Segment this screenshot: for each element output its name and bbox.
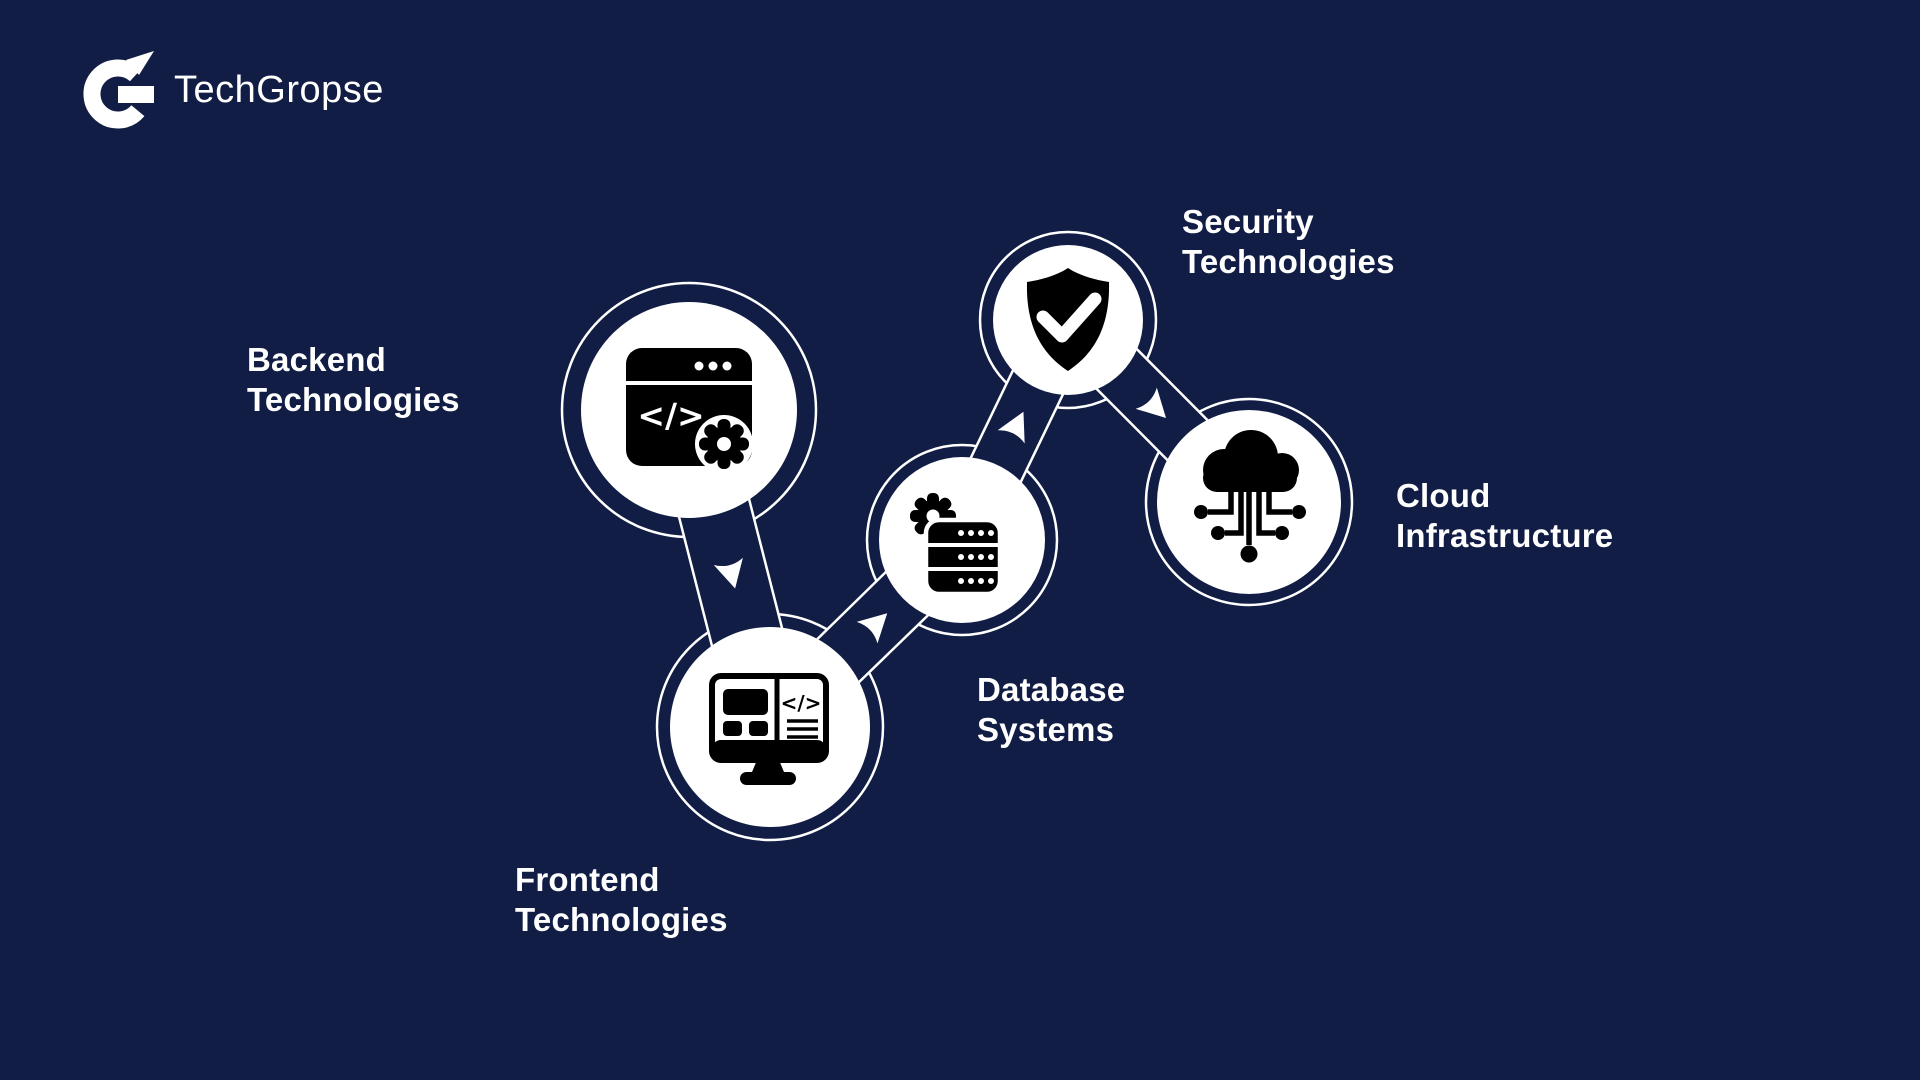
techgropse-g-logo [83,51,154,129]
backend-technologies-label: Backend Technologies [247,341,460,418]
arrow-frontend-database-icon [856,613,888,644]
server-gear-icon [910,493,1003,597]
security-ring [978,230,1158,410]
backend-code-glyph: </> [637,396,704,435]
arrow-backend-frontend-icon [713,557,743,589]
database-ring [865,443,1059,637]
backend-gear [695,415,753,473]
shield-check-icon [1026,268,1110,371]
cloud-infrastructure-label: Cloud Infrastructure [1396,477,1614,554]
brand-logo: TechGropse [80,44,384,136]
cloud-circuit-icon [1194,430,1306,563]
security-technologies-label: Security Technologies [1182,203,1395,280]
brand-name: TechGropse [174,68,384,111]
database-systems-label: Database Systems [977,671,1126,748]
monitor-layout-code-icon: </> [709,673,829,785]
arrow-database-security-icon [997,411,1025,444]
frontend-code-glyph: </> [781,691,822,715]
arrow-security-cloud-icon [1135,387,1167,419]
frontend-technologies-label: Frontend Technologies [515,861,728,938]
flow-arrows [713,387,1167,644]
cloud-ring [1144,397,1354,607]
browser-code-gear-icon: </> [626,348,753,473]
